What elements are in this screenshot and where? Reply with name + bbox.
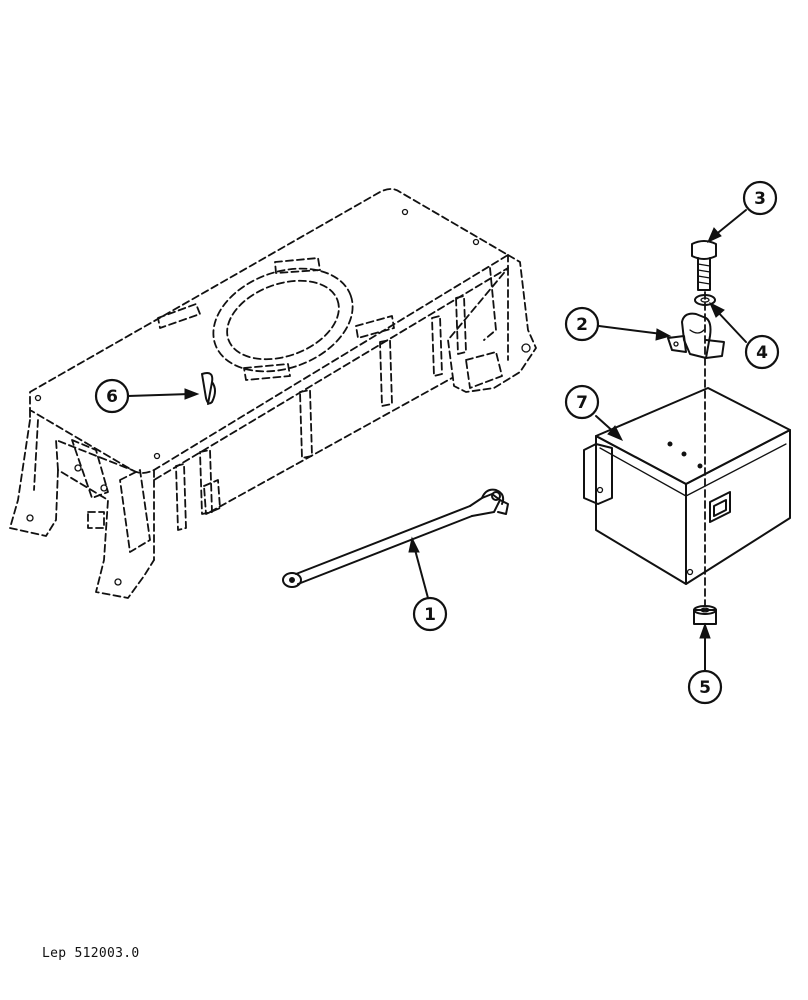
callout-4: 4 <box>744 334 780 370</box>
callout-2: 2 <box>564 306 600 342</box>
callout-4-label: 4 <box>756 343 768 363</box>
callout-3-label: 3 <box>754 189 766 209</box>
callout-7-label: 7 <box>576 393 588 413</box>
leader-lines <box>127 209 747 671</box>
chassis-frame <box>9 188 537 599</box>
callout-2-label: 2 <box>576 315 588 335</box>
callout-6-label: 6 <box>106 387 118 407</box>
bolt-part <box>691 240 717 291</box>
clamp-bracket-part <box>667 312 725 359</box>
callout-1: 1 <box>412 596 448 632</box>
nut-part <box>693 605 717 625</box>
callout-1-label: 1 <box>424 605 436 625</box>
battery-box-part <box>583 387 791 585</box>
cable-strap-part <box>282 488 509 588</box>
callout-3: 3 <box>742 180 778 216</box>
callout-6: 6 <box>94 378 130 414</box>
reference-code: Lep 512003.0 <box>42 946 140 961</box>
callout-5: 5 <box>687 669 723 705</box>
callout-5-label: 5 <box>699 678 711 698</box>
callout-7: 7 <box>564 384 600 420</box>
r-clip-part <box>201 372 216 405</box>
